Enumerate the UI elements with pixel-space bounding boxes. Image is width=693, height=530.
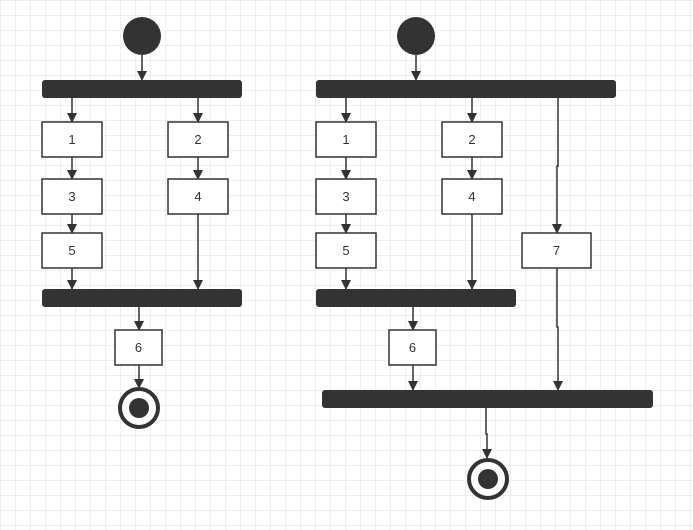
left-initial-node xyxy=(123,17,161,55)
right-action-7: 7 xyxy=(521,232,592,269)
left-action-1-label: 1 xyxy=(68,132,75,147)
left-action-5-label: 5 xyxy=(68,243,75,258)
right-action-2-label: 2 xyxy=(468,132,475,147)
right-action-7-label: 7 xyxy=(553,243,560,258)
left-action-4-label: 4 xyxy=(194,189,201,204)
left-action-6: 6 xyxy=(114,329,163,366)
right-edge-fork-7 xyxy=(552,98,562,234)
left-action-6-label: 6 xyxy=(135,340,142,355)
right-join-bar-1 xyxy=(316,289,516,307)
right-action-5-label: 5 xyxy=(342,243,349,258)
left-action-5: 5 xyxy=(41,232,103,269)
left-fork-bar xyxy=(42,80,242,98)
right-action-2: 2 xyxy=(441,121,503,158)
right-diagram: 1 2 3 4 5 7 6 xyxy=(315,17,653,500)
right-fork-bar xyxy=(316,80,616,98)
right-edge-7-join2 xyxy=(553,268,563,391)
left-action-4: 4 xyxy=(167,178,229,215)
left-final-node xyxy=(118,387,160,429)
right-action-6: 6 xyxy=(388,329,437,366)
right-edge-join2-final xyxy=(482,408,492,459)
left-action-2: 2 xyxy=(167,121,229,158)
left-action-3-label: 3 xyxy=(68,189,75,204)
right-action-6-label: 6 xyxy=(409,340,416,355)
left-join-bar xyxy=(42,289,242,307)
left-action-3: 3 xyxy=(41,178,103,215)
left-diagram: 1 2 3 4 5 6 xyxy=(41,17,242,429)
right-action-1-label: 1 xyxy=(342,132,349,147)
left-action-2-label: 2 xyxy=(194,132,201,147)
right-action-4-label: 4 xyxy=(468,189,475,204)
left-action-1: 1 xyxy=(41,121,103,158)
right-join-bar-2 xyxy=(322,390,653,408)
right-action-3-label: 3 xyxy=(342,189,349,204)
right-action-5: 5 xyxy=(315,232,377,269)
right-final-node xyxy=(467,458,509,500)
right-action-1: 1 xyxy=(315,121,377,158)
right-action-4: 4 xyxy=(441,178,503,215)
right-action-3: 3 xyxy=(315,178,377,215)
right-initial-node xyxy=(397,17,435,55)
